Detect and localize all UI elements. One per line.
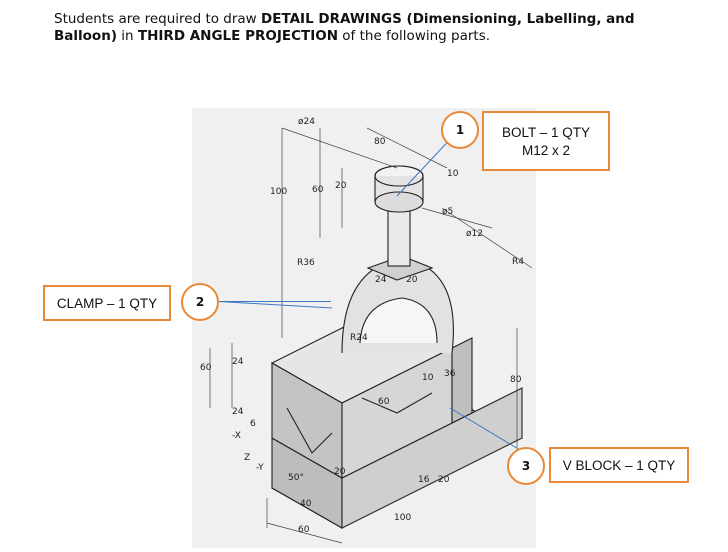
dim-label: 100	[394, 513, 411, 523]
dim-label: 60	[200, 363, 212, 373]
dim-label: 24	[232, 407, 244, 417]
instructions-part: Students are required to draw	[54, 11, 262, 27]
isometric-drawing: ø24 80 10 ø5 ø12 100 60 20 R36 R4 24 20 …	[192, 108, 536, 548]
dim-label: Z	[244, 453, 250, 463]
dim-label: 80	[510, 375, 522, 385]
bolt-callout: BOLT – 1 QTY M12 x 2	[482, 111, 610, 171]
dim-label: 24	[232, 357, 244, 367]
instructions-bold: THIRD ANGLE PROJECTION	[137, 28, 338, 44]
dim-label: 80	[374, 137, 386, 147]
dim-label: 20	[335, 181, 347, 191]
balloon-3: 3	[507, 447, 545, 485]
leader-line	[219, 301, 331, 302]
dim-label: 20	[438, 475, 450, 485]
vblock-label: V BLOCK – 1 QTY	[562, 457, 676, 473]
dim-label: 36	[444, 369, 456, 379]
drawing-svg: ø24 80 10 ø5 ø12 100 60 20 R36 R4 24 20 …	[200, 117, 533, 544]
clamp-callout: CLAMP – 1 QTY	[43, 285, 171, 321]
dim-label: 40	[300, 499, 312, 509]
dim-label: 20	[406, 275, 418, 285]
dim-label: 20	[334, 467, 346, 477]
dim-label: 60	[378, 397, 390, 407]
dim-label: 10	[447, 169, 459, 179]
clamp-label: CLAMP – 1 QTY	[56, 295, 158, 311]
instructions-bold: DETAIL DRAWINGS (Dimensioning, Labelling…	[54, 11, 635, 44]
balloon-number: 2	[195, 295, 205, 309]
bolt-label: BOLT – 1 QTY	[501, 124, 591, 140]
vblock-callout: V BLOCK – 1 QTY	[549, 447, 689, 483]
instructions-part: of the following parts.	[338, 28, 491, 44]
dim-label: 100	[270, 187, 287, 197]
dim-label: ø12	[466, 229, 483, 239]
instructions-text: Students are required to draw DETAIL DRA…	[54, 11, 694, 45]
dim-label: 60	[312, 185, 324, 195]
dim-label: R24	[350, 333, 368, 343]
dim-label: R36	[297, 258, 315, 268]
bolt-spec: M12 x 2	[521, 142, 571, 158]
dim-label: ø5	[442, 207, 453, 217]
dim-label: -X	[232, 431, 241, 441]
dim-label: 6	[250, 419, 256, 429]
dim-label: 60	[298, 525, 310, 535]
dim-label: R4	[512, 257, 524, 267]
balloon-1: 1	[441, 111, 479, 149]
dim-label: 10	[422, 373, 434, 383]
instructions-part: in	[117, 28, 138, 44]
balloon-2: 2	[181, 283, 219, 321]
balloon-number: 1	[455, 123, 465, 137]
dim-label: ø24	[298, 117, 315, 127]
dim-label: 16	[418, 475, 430, 485]
dim-label: -Y	[256, 463, 264, 473]
balloon-number: 3	[521, 459, 531, 473]
dim-label: 24	[375, 275, 387, 285]
dim-label: 50°	[288, 473, 304, 483]
